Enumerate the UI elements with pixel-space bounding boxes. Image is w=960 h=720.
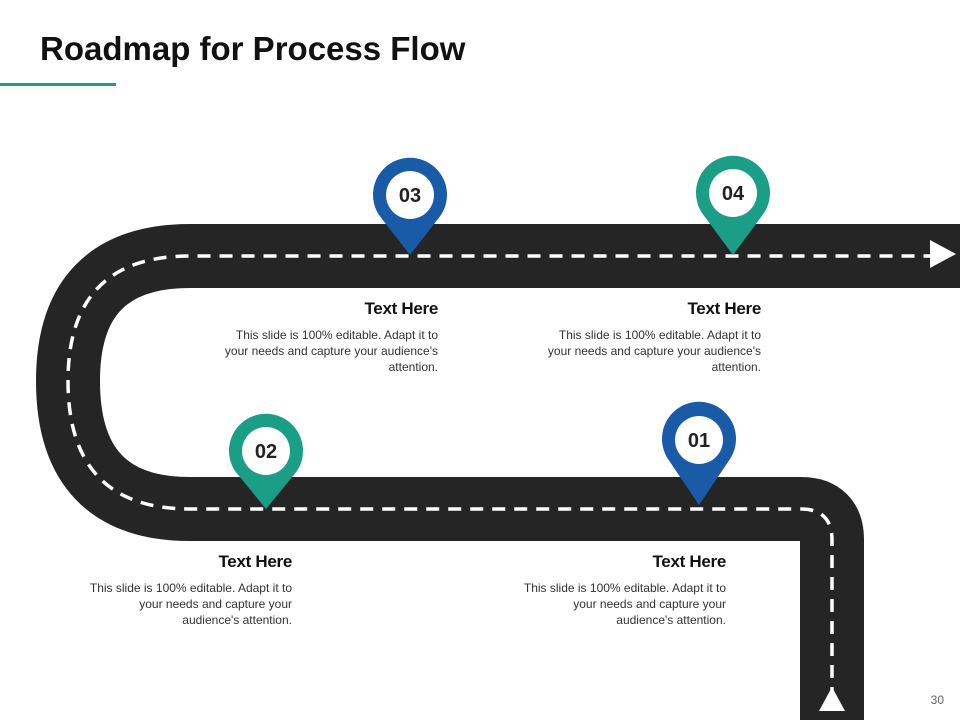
start-arrow-icon [819, 687, 845, 711]
map-pin-04: 04 [696, 155, 770, 255]
road-center-line [66, 254, 930, 700]
step-heading: Text Here [218, 552, 292, 571]
step-heading: Text Here [687, 299, 761, 318]
step-description: This slide is 100% editable. Adapt it to… [547, 328, 761, 374]
step-text-01: Text Here This slide is 100% editable. A… [506, 552, 726, 628]
step-text-02: Text Here This slide is 100% editable. A… [72, 552, 292, 628]
title-underline [0, 83, 116, 86]
step-heading: Text Here [652, 552, 726, 571]
pin-number-02: 02 [255, 441, 277, 463]
step-description: This slide is 100% editable. Adapt it to… [523, 581, 726, 627]
pin-number-04: 04 [722, 183, 745, 205]
step-text-04: Text Here This slide is 100% editable. A… [541, 299, 761, 375]
pin-number-03: 03 [399, 185, 421, 207]
road [35, 224, 960, 720]
step-description: This slide is 100% editable. Adapt it to… [89, 581, 292, 627]
map-pin-03: 03 [373, 157, 448, 255]
page-number: 30 [930, 693, 944, 707]
step-heading: Text Here [364, 299, 438, 318]
page-title: Roadmap for Process Flow [40, 30, 466, 67]
pin-number-01: 01 [688, 430, 710, 452]
step-description: This slide is 100% editable. Adapt it to… [224, 328, 438, 374]
step-text-03: Text Here This slide is 100% editable. A… [218, 299, 438, 375]
map-pin-02: 02 [229, 413, 303, 509]
map-pin-01: 01 [662, 401, 736, 505]
end-arrow-icon [930, 240, 956, 268]
